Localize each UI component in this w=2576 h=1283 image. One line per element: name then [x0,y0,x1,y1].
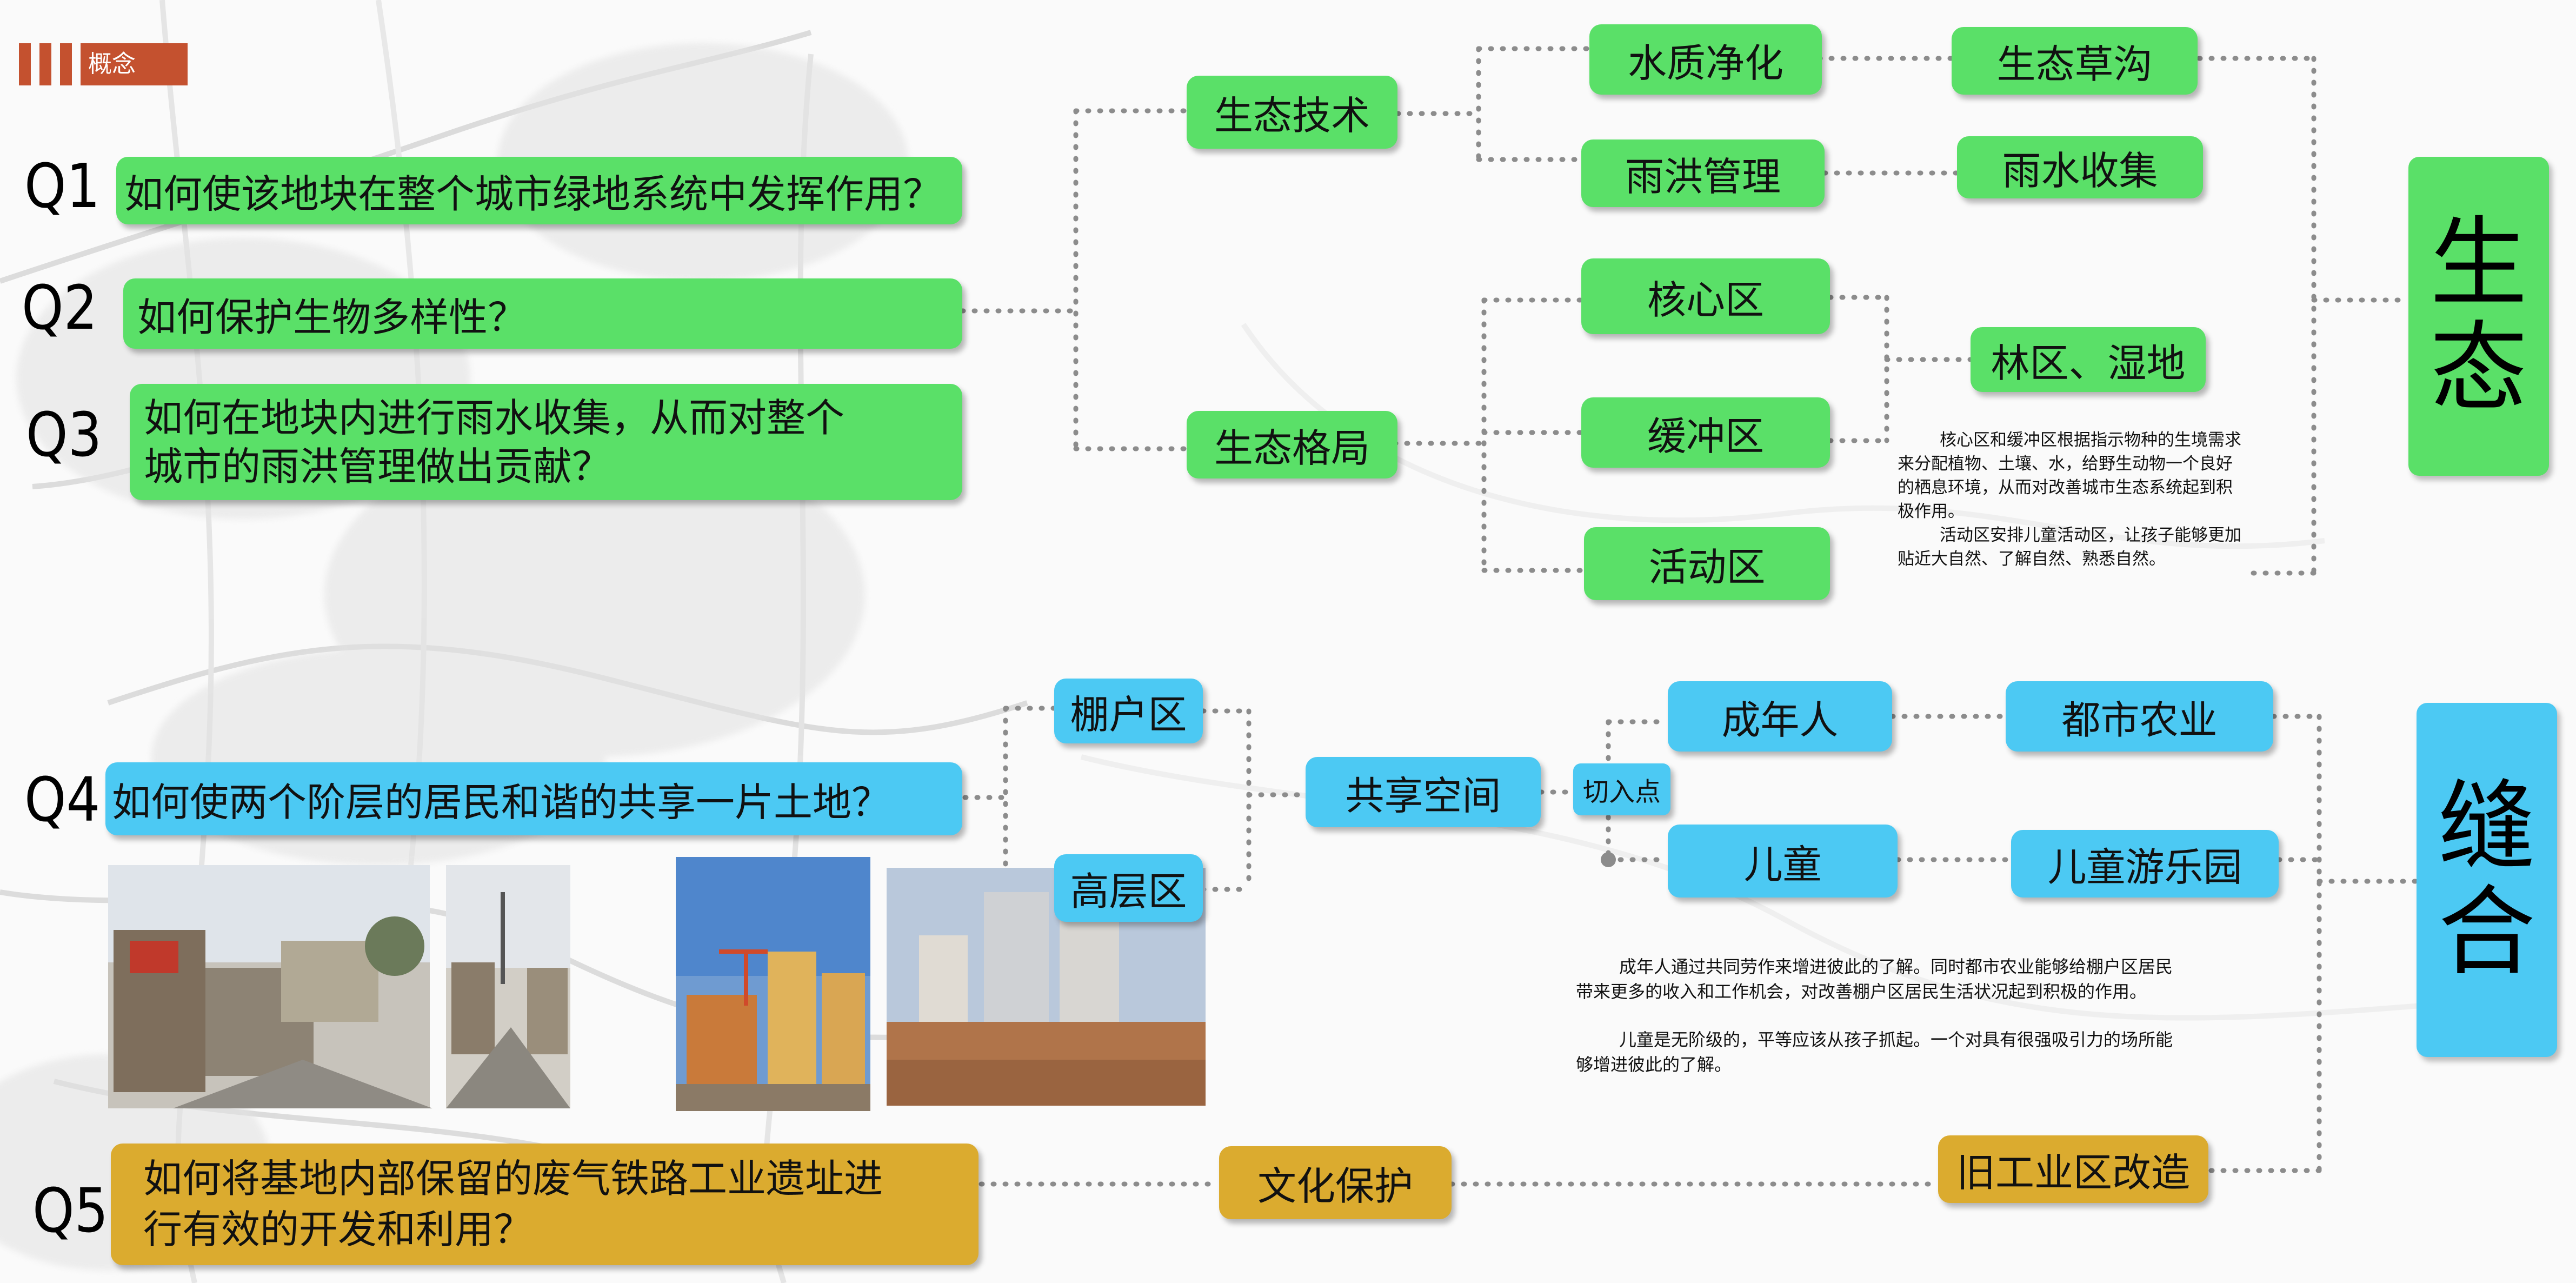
eco-note-p1-line3: 的栖息环境，从而对改善城市生态系统起到积 [1898,478,2233,498]
eco-note-p1-line4: 极作用。 [1898,502,1965,522]
node-playground: 儿童游乐园 [2011,830,2279,898]
header-stripe [60,43,72,85]
q5-text-line2: 行有效的开发和利用？ [143,1206,533,1252]
theme-eco-char2: 态 [2429,312,2527,425]
q4-box: 如何使两个阶层的居民和谐的共享一片土地？ [105,762,962,835]
stitch-note-p1-line1: 成年人通过共同劳作来增进彼此的了解。同时都市农业能够给棚户区居民 [1619,956,2173,977]
eco-note-p2-line1: 活动区安排儿童活动区，让孩子能够更加 [1940,526,2241,546]
theme-stitch: 缝 合 [2417,703,2557,1057]
eco-note-p2-line2: 贴近大自然、了解自然、熟悉自然。 [1898,549,2166,569]
node-urban-agri: 都市农业 [2006,681,2273,752]
photo-highrise-1 [676,857,870,1111]
node-entry-point: 切入点 [1573,763,1670,815]
eco-note-p1-line2: 来分配植物、土壤、水，给野生动物一个良好 [1898,454,2233,474]
q4-text: 如何使两个阶层的居民和谐的共享一片土地？ [112,780,891,825]
eco-note-p1-line1: 核心区和缓冲区根据指示物种的生境需求 [1940,430,2241,450]
node-activity-zone: 活动区 [1584,527,1830,600]
node-core-zone: 核心区 [1581,258,1830,334]
stitch-note-p2-line1: 儿童是无阶级的，平等应该从孩子抓起。一个对具有很强吸引力的场所能 [1619,1029,2173,1050]
q4-label: Q4 [24,765,101,835]
node-children: 儿童 [1668,825,1898,898]
header-bar: 概念 [19,43,188,85]
theme-eco: 生 态 [2408,157,2549,476]
q1-label: Q1 [24,151,101,222]
q3-text-line2: 城市的雨洪管理做出贡献？ [144,443,611,489]
theme-eco-char1: 生 [2429,207,2527,320]
stitch-note-p2-line2: 够增进彼此的了解。 [1576,1054,1732,1075]
q3-text-line1: 如何在地块内进行雨水收集，从而对整个 [144,395,845,441]
node-eco-pattern: 生态格局 [1187,411,1397,478]
header-title: 概念 [81,43,188,85]
theme-stitch-char1: 缝 [2438,770,2535,884]
q3-box: 如何在地块内进行雨水收集，从而对整个 城市的雨洪管理做出贡献？ [130,384,962,500]
stitch-note-p1-line2: 带来更多的收入和工作机会，对改善棚户区居民生活状况起到积极的作用。 [1576,981,2147,1002]
q1-box: 如何使该地块在整个城市绿地系统中发挥作用？ [116,157,962,224]
q5-box: 如何将基地内部保留的废气铁路工业遗址进 行有效的开发和利用？ [111,1144,979,1265]
node-eco-tech: 生态技术 [1187,76,1397,149]
node-adults: 成年人 [1668,681,1892,752]
node-highrise: 高层区 [1054,854,1203,922]
photo-shanty-2 [446,865,570,1108]
q2-box: 如何保护生物多样性？ [123,278,962,349]
eco-note: 核心区和缓冲区根据指示物种的生境需求 来分配植物、土壤、水，给野生动物一个良好 … [1898,428,2325,571]
node-water-purify: 水质净化 [1589,24,1822,95]
node-shantytown: 棚户区 [1054,679,1203,743]
node-flood-mgmt: 雨洪管理 [1581,139,1825,207]
node-forest-wetland: 林区、湿地 [1971,327,2206,392]
theme-stitch-char2: 合 [2438,875,2535,989]
node-eco-swale: 生态草沟 [1952,27,2198,95]
q3-label: Q3 [26,400,102,470]
q5-text-line1: 如何将基地内部保留的废气铁路工业遗址进 [143,1155,883,1201]
connector-lines [960,46,2419,1187]
node-rain-collect: 雨水收集 [1957,136,2203,198]
q2-text: 如何保护生物多样性？ [137,294,527,340]
q5-label: Q5 [32,1176,109,1246]
photo-shanty-1 [108,865,432,1108]
node-culture: 文化保护 [1219,1146,1452,1219]
q1-text: 如何使该地块在整个城市绿地系统中发挥作用？ [124,171,942,217]
node-buffer-zone: 缓冲区 [1581,397,1830,468]
header-stripe [19,43,31,85]
node-shared-space: 共享空间 [1306,757,1541,827]
stitch-note: 成年人通过共同劳作来增进彼此的了解。同时都市农业能够给棚户区居民 带来更多的收入… [1576,954,2295,1078]
q2-label: Q2 [22,273,98,343]
header-stripe [39,43,51,85]
stitch-note-gap [1576,1005,2295,1027]
node-old-industry: 旧工业区改造 [1938,1135,2208,1203]
